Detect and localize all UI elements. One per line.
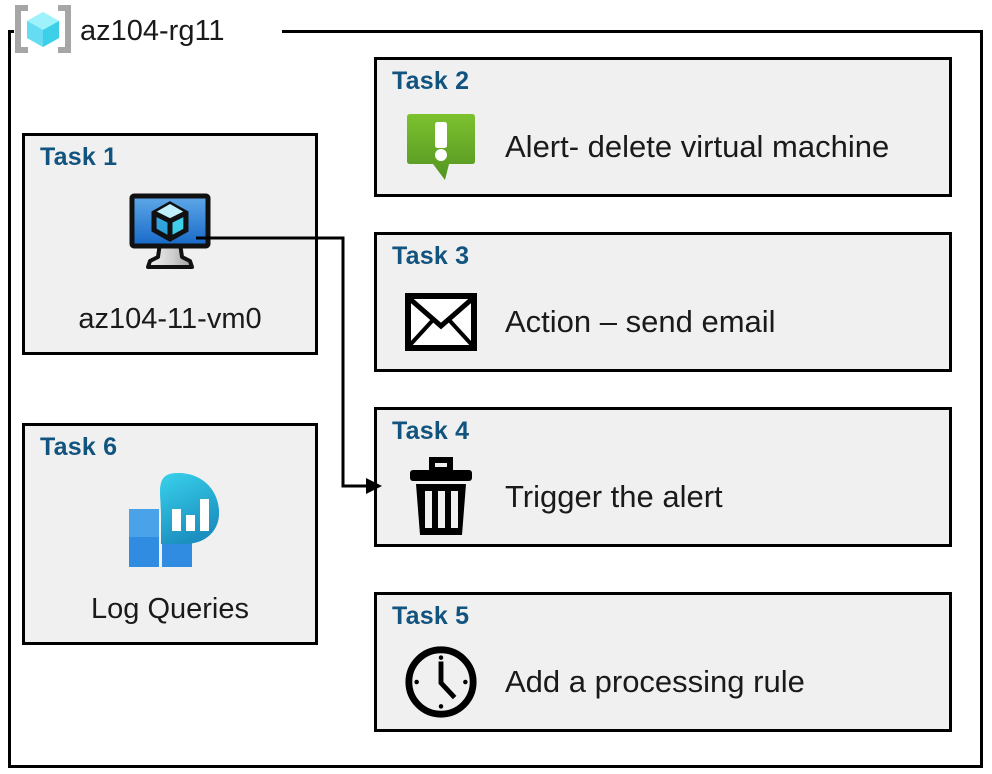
card-task6[interactable]: Task 6 — [22, 423, 318, 645]
card-task5[interactable]: Task 5 Add a processing rule — [374, 592, 952, 732]
card-task2-caption: Alert- delete virtual machine — [505, 129, 890, 164]
clock-icon — [403, 644, 479, 720]
card-task3-title: Task 3 — [392, 242, 470, 270]
card-task4[interactable]: Task 4 Trigger the alert — [374, 407, 952, 547]
resource-group-label: az104-rg11 — [14, 4, 225, 58]
card-task2[interactable]: Task 2 Alert- delete virtual machine — [374, 57, 952, 197]
card-task1-icon-wrap — [25, 188, 315, 278]
card-task4-title: Task 4 — [392, 417, 470, 445]
resource-group-name: az104-rg11 — [80, 14, 225, 47]
card-task6-caption: Log Queries — [91, 593, 249, 625]
log-analytics-icon — [115, 471, 225, 576]
card-task5-row: Add a processing rule — [403, 639, 937, 725]
card-task4-caption: Trigger the alert — [505, 479, 723, 514]
resource-group-cube-icon — [14, 4, 72, 59]
card-task5-title: Task 5 — [392, 602, 470, 630]
card-task6-title: Task 6 — [40, 433, 118, 461]
card-task5-caption: Add a processing rule — [505, 664, 805, 699]
resource-group-boundary — [8, 30, 983, 768]
card-task1[interactable]: Task 1 — [22, 133, 318, 355]
card-task4-row: Trigger the alert — [403, 454, 937, 540]
trash-can-icon — [403, 457, 479, 535]
card-task1-caption: az104-11-vm0 — [78, 303, 262, 335]
card-task3-caption: Action – send email — [505, 304, 776, 339]
card-task6-icon-wrap — [25, 472, 315, 568]
card-task1-title: Task 1 — [40, 143, 118, 171]
card-task2-row: Alert- delete virtual machine — [403, 104, 937, 190]
card-task3[interactable]: Task 3 Action – send email — [374, 232, 952, 372]
card-task2-title: Task 2 — [392, 67, 470, 95]
virtual-machine-icon — [124, 191, 216, 276]
alert-speech-bubble-icon — [403, 109, 479, 185]
envelope-icon — [403, 284, 479, 360]
card-task3-row: Action – send email — [403, 279, 937, 365]
